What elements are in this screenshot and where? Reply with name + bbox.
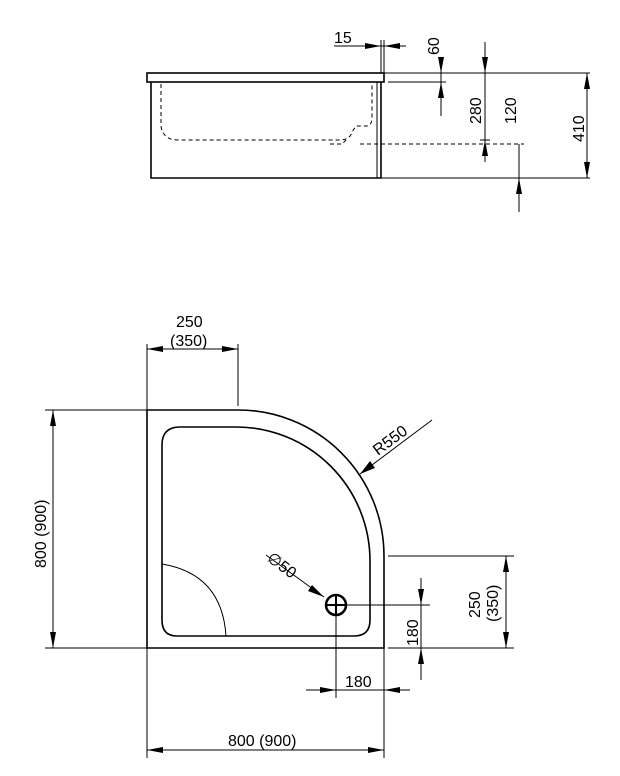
arrow	[438, 57, 444, 73]
arrow	[308, 585, 324, 597]
arrow	[418, 589, 424, 605]
arrow	[50, 410, 56, 426]
arrow	[418, 648, 424, 664]
arrow	[516, 178, 522, 194]
hidden-basin-line	[160, 84, 373, 141]
arrow	[360, 461, 375, 474]
tray-body-outline	[150, 82, 382, 179]
dim-label-410: 410	[571, 115, 588, 142]
arrow	[384, 43, 400, 49]
arrow	[503, 556, 509, 572]
arrow	[365, 43, 381, 49]
dim-label-height: 800 (900)	[33, 500, 50, 569]
arrow	[503, 632, 509, 648]
dim-label-180-vertical: 180	[405, 619, 422, 646]
dim-label-250-right: 250	[467, 591, 484, 618]
arrow	[438, 82, 444, 98]
tray-rim	[146, 72, 385, 83]
tray-outer-outline	[146, 409, 385, 649]
drain-icon	[324, 593, 348, 617]
arrow	[147, 747, 163, 753]
dim-label-350-right: (350)	[485, 585, 502, 622]
arrow	[584, 73, 590, 89]
dim-label-180-horizontal: 180	[345, 674, 372, 691]
arrow	[222, 346, 238, 352]
arrow	[147, 346, 163, 352]
dim-label-15: 15	[334, 30, 352, 47]
dim-label-width: 800 (900)	[228, 733, 297, 750]
tray-inner-basin	[161, 426, 371, 637]
arrow	[50, 632, 56, 648]
arrow	[384, 687, 400, 693]
dim-label-120: 120	[503, 97, 520, 124]
drain-diameter-label: ∅50	[264, 550, 300, 583]
arrow	[482, 140, 488, 156]
hidden-drain-line	[330, 139, 347, 145]
arrow	[482, 57, 488, 73]
dim-label-250-top: 250	[176, 314, 203, 331]
arrow	[368, 747, 384, 753]
arrow	[320, 687, 336, 693]
corner-seat-curve	[161, 563, 227, 637]
dim-label-350-top: (350)	[170, 333, 207, 350]
dim-label-280: 280	[468, 97, 485, 124]
dim-label-60: 60	[426, 37, 443, 55]
arrow	[584, 162, 590, 178]
top-view: 250 (350) R550 ∅50 800 (900) 250 (350) 1…	[33, 314, 514, 758]
side-view: 15 60 280 120 410	[146, 30, 590, 212]
